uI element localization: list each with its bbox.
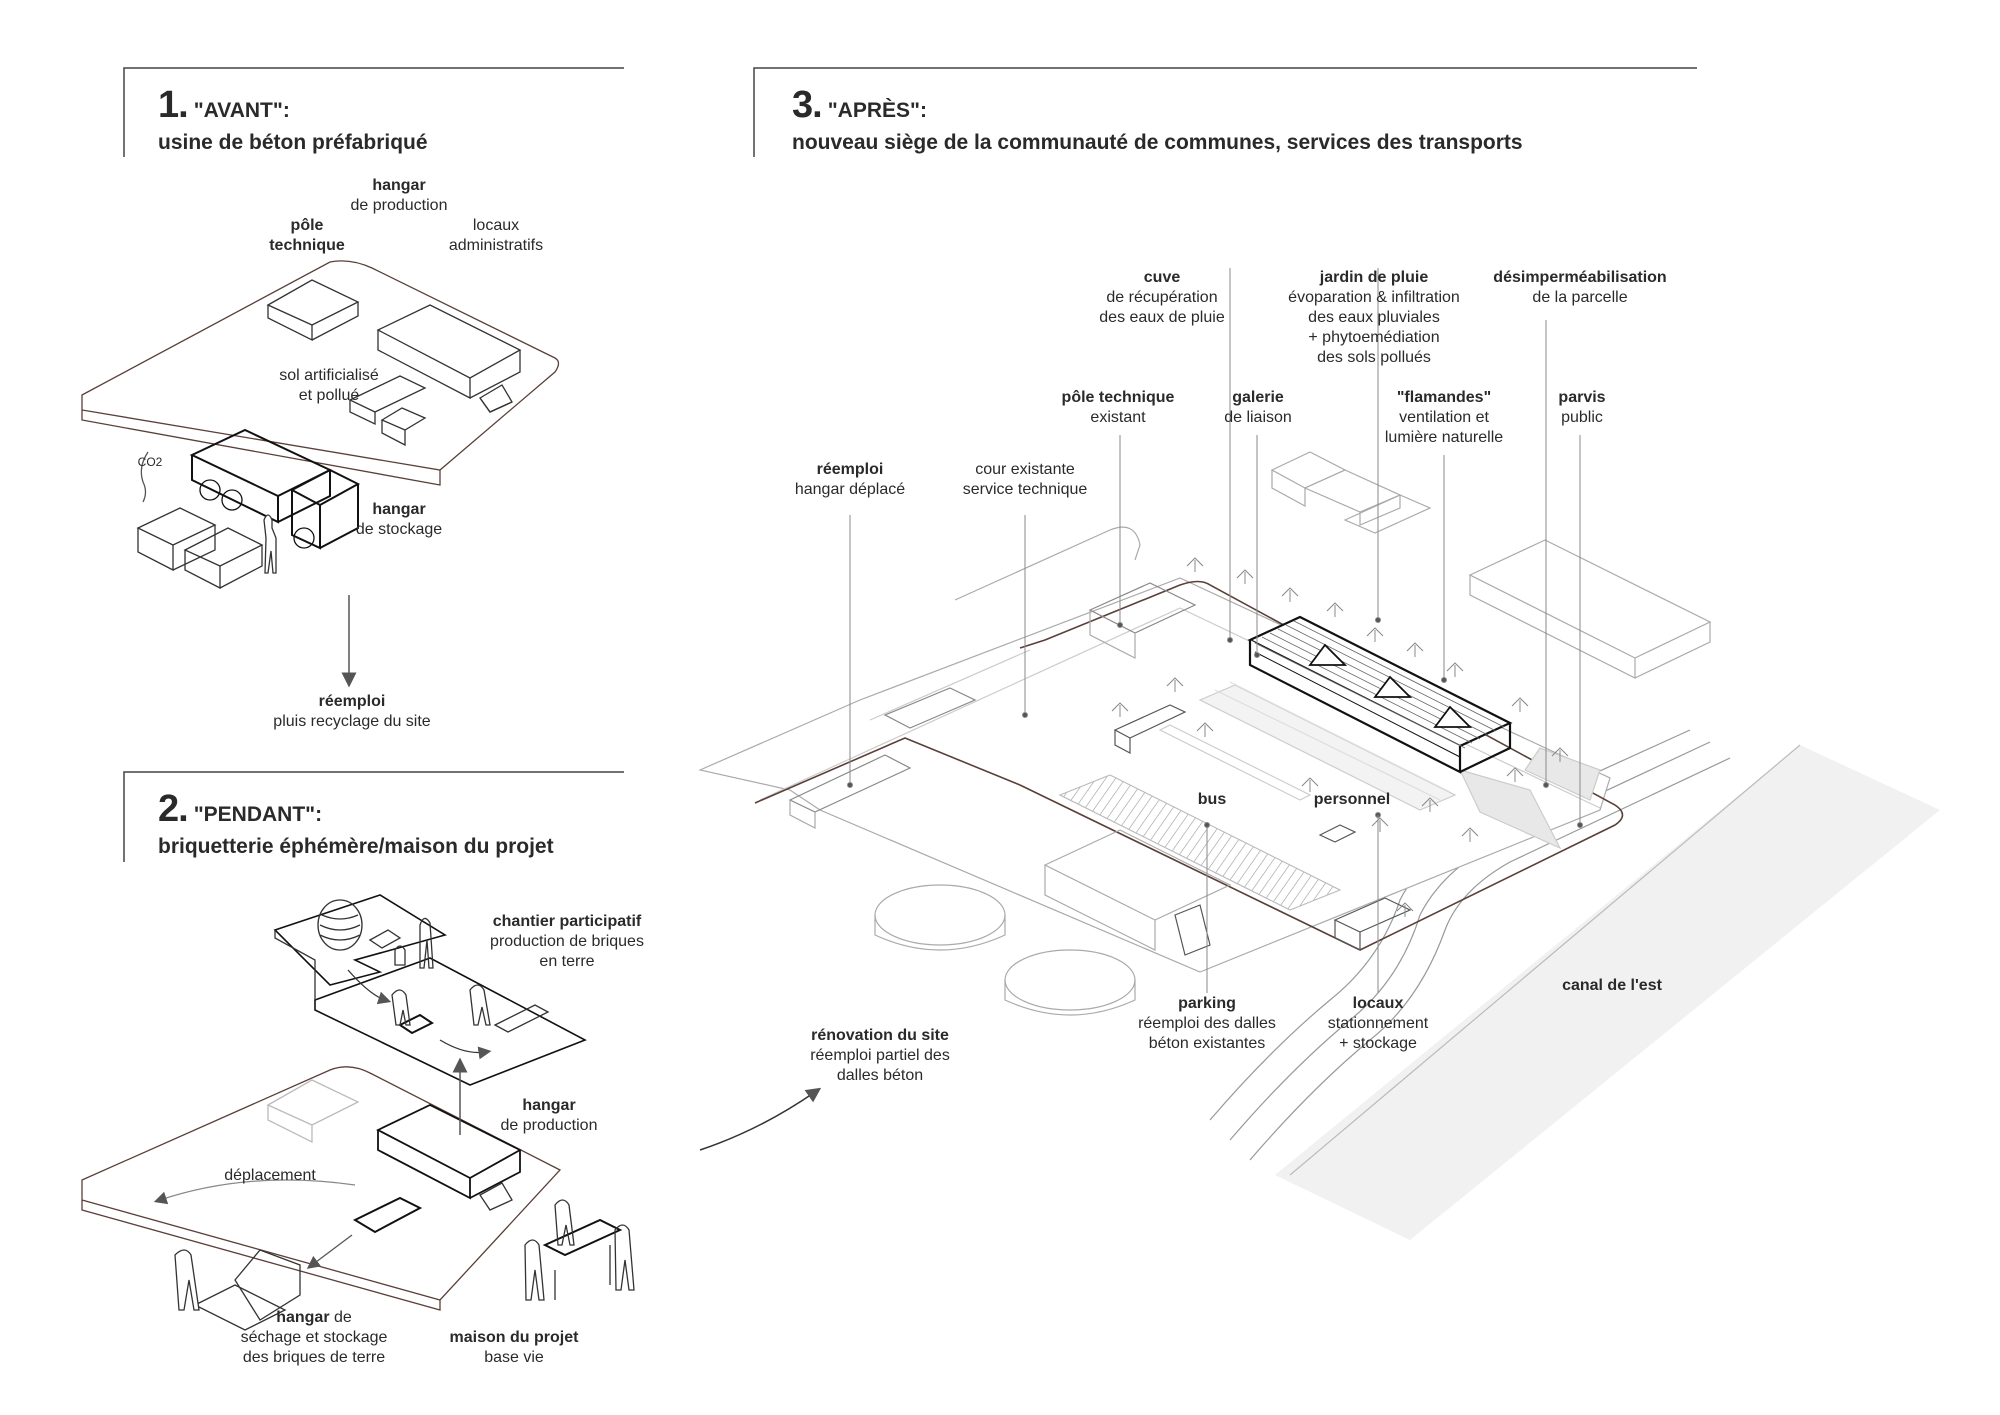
site-after-drawing: [698, 451, 1940, 1240]
section-1-tag: "AVANT":: [193, 99, 290, 122]
section-1-heading: 1."AVANT": usine de béton préfabriqué: [158, 84, 428, 155]
section-2-tag: "PENDANT":: [193, 803, 323, 826]
section-2-heading: 2."PENDANT": briquetterie éphémère/maiso…: [158, 788, 554, 859]
section-3-heading: 3."APRÈS": nouveau siège de la communaut…: [792, 84, 1523, 155]
section-2-number: 2.: [158, 788, 189, 830]
section-frames: [123, 67, 1697, 862]
section-2-subtitle: briquetterie éphémère/maison du projet: [158, 835, 554, 858]
section-3-tag: "APRÈS":: [827, 99, 927, 122]
site-during-drawing: [81, 894, 822, 1331]
label-personnel: personnel: [1313, 791, 1391, 808]
leader-lines: [847, 268, 1583, 993]
site-before-drawing: [81, 260, 560, 688]
section-3-number: 3.: [792, 84, 823, 126]
label-co2: CO2: [137, 455, 163, 469]
section-3-subtitle: nouveau siège de la communauté de commun…: [792, 131, 1523, 154]
label-deplacement: déplacement: [224, 1167, 316, 1184]
label-canal-de-lest: canal de l'est: [1562, 977, 1662, 994]
section-1-number: 1.: [158, 84, 189, 126]
label-bus: bus: [1197, 791, 1227, 808]
section-1-subtitle: usine de béton préfabriqué: [158, 131, 428, 154]
